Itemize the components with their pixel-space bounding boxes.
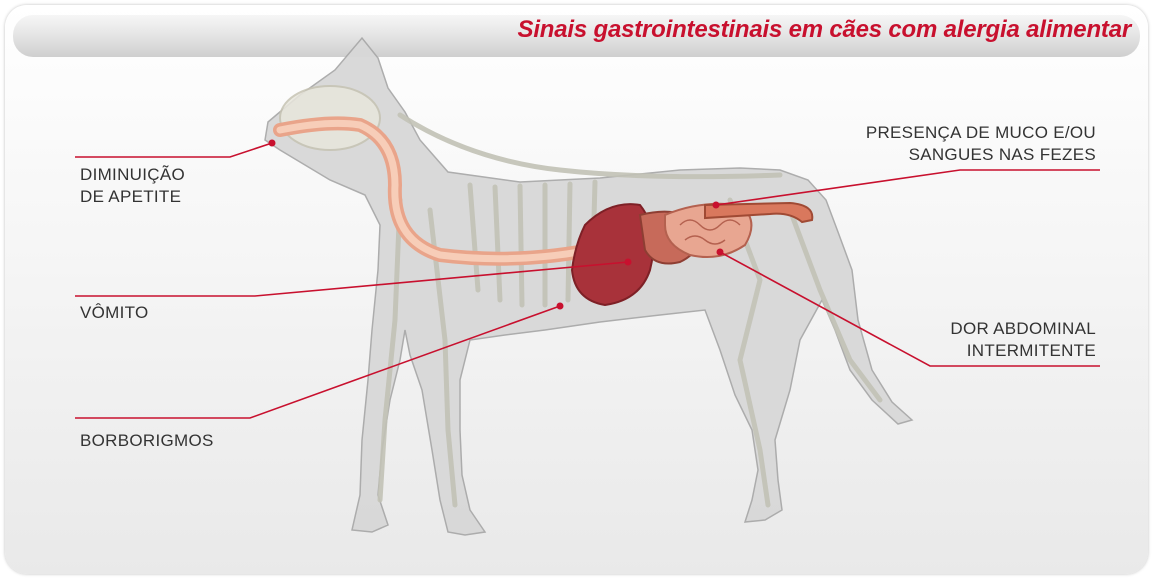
label-borborygmi: BORBORIGMOS (80, 430, 214, 452)
label-appetite-line1: DIMINUIÇÃO (80, 164, 185, 186)
label-appetite-line2: DE APETITE (80, 186, 185, 208)
label-borborygmi-line1: BORBORIGMOS (80, 430, 214, 452)
diagram-title: Sinais gastrointestinais em cães com ale… (518, 16, 1131, 44)
label-vomit-line1: VÔMITO (80, 302, 149, 324)
label-pain-line1: DOR ABDOMINAL (950, 318, 1096, 340)
leader-appetite (75, 143, 272, 157)
label-pain-line2: INTERMITENTE (950, 340, 1096, 362)
label-mucus: PRESENÇA DE MUCO E/OU SANGUES NAS FEZES (866, 122, 1096, 166)
label-appetite: DIMINUIÇÃO DE APETITE (80, 164, 185, 208)
label-pain: DOR ABDOMINAL INTERMITENTE (950, 318, 1096, 362)
label-vomit: VÔMITO (80, 302, 149, 324)
label-mucus-line1: PRESENÇA DE MUCO E/OU (866, 122, 1096, 144)
label-mucus-line2: SANGUES NAS FEZES (866, 144, 1096, 166)
